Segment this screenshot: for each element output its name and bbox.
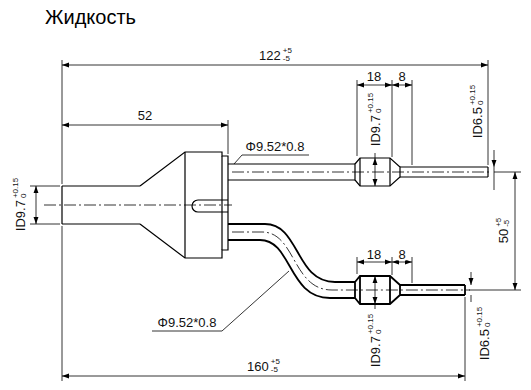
dimension-group: 50+5-5 xyxy=(495,218,511,245)
dimension-group: ID6.5+0.150 xyxy=(469,85,485,139)
tolerance-value: +0.15 xyxy=(476,307,484,327)
tolerance-value: -5 xyxy=(271,366,280,374)
dimension-group: 18 xyxy=(366,248,382,261)
dimension-text: 8 xyxy=(397,70,406,83)
dimension-group: 122+5-5 xyxy=(258,47,292,63)
tolerance-stack: +0.150 xyxy=(367,93,383,113)
tolerance-stack: +5-5 xyxy=(283,47,292,63)
tolerance-stack: +0.150 xyxy=(469,85,485,105)
tolerance-value: +0.15 xyxy=(469,85,477,105)
dimension-group: 52 xyxy=(137,109,153,122)
dimension-text: ID6.5 xyxy=(471,106,484,139)
dimension-group: ID9.7+0.150 xyxy=(12,178,28,232)
tolerance-value: +0.15 xyxy=(367,314,375,334)
dimension-text: 50 xyxy=(497,228,510,244)
dimension-text: 18 xyxy=(366,70,382,83)
dimension-text: ID9.7 xyxy=(14,199,27,232)
tolerance-value: 0 xyxy=(484,307,492,327)
dimension-text: 122 xyxy=(258,49,282,62)
dimension-group: 8 xyxy=(397,70,406,83)
dimension-text: 8 xyxy=(397,248,406,261)
tolerance-value: +0.15 xyxy=(367,93,375,113)
dimension-group: Φ9.52*0.8 xyxy=(157,316,218,329)
dimension-line xyxy=(30,60,521,381)
dimension-group: 160+5-5 xyxy=(246,358,280,374)
tolerance-value: +5 xyxy=(495,218,503,227)
dimension-text: ID9.7 xyxy=(369,114,382,147)
center-line xyxy=(44,172,490,290)
dimension-group: Φ9.52*0.8 xyxy=(245,140,306,153)
tolerance-stack: +0.150 xyxy=(367,314,383,334)
tolerance-stack: +5-5 xyxy=(495,218,511,227)
dimension-text: ID6.5 xyxy=(478,328,491,361)
tolerance-value: -5 xyxy=(283,55,292,63)
dimension-text: 18 xyxy=(366,248,382,261)
tolerance-value: -5 xyxy=(503,218,511,227)
tolerance-value: 0 xyxy=(477,85,485,105)
tolerance-stack: +0.150 xyxy=(476,307,492,327)
tolerance-value: 0 xyxy=(20,178,28,198)
tolerance-value: +5 xyxy=(283,47,292,55)
dimension-group: 8 xyxy=(397,248,406,261)
tolerance-value: +5 xyxy=(271,358,280,366)
dimension-text: Φ9.52*0.8 xyxy=(157,316,218,329)
tolerance-value: +0.15 xyxy=(12,178,20,198)
tolerance-value: 0 xyxy=(375,93,383,113)
dimension-group: ID6.5+0.150 xyxy=(476,307,492,361)
dimension-text: 52 xyxy=(137,109,153,122)
tolerance-stack: +0.150 xyxy=(12,178,28,198)
tolerance-stack: +5-5 xyxy=(271,358,280,374)
dimension-group: ID9.7+0.150 xyxy=(367,314,383,368)
dimension-text: 160 xyxy=(246,360,270,373)
dimension-group: 18 xyxy=(366,70,382,83)
dimension-text: Φ9.52*0.8 xyxy=(245,140,306,153)
tolerance-value: 0 xyxy=(375,314,383,334)
drawing-title: Жидкость xyxy=(45,6,136,29)
pipe-outline xyxy=(228,224,465,304)
dimension-text: ID9.7 xyxy=(369,335,382,368)
dimension-group: ID9.7+0.150 xyxy=(367,93,383,147)
